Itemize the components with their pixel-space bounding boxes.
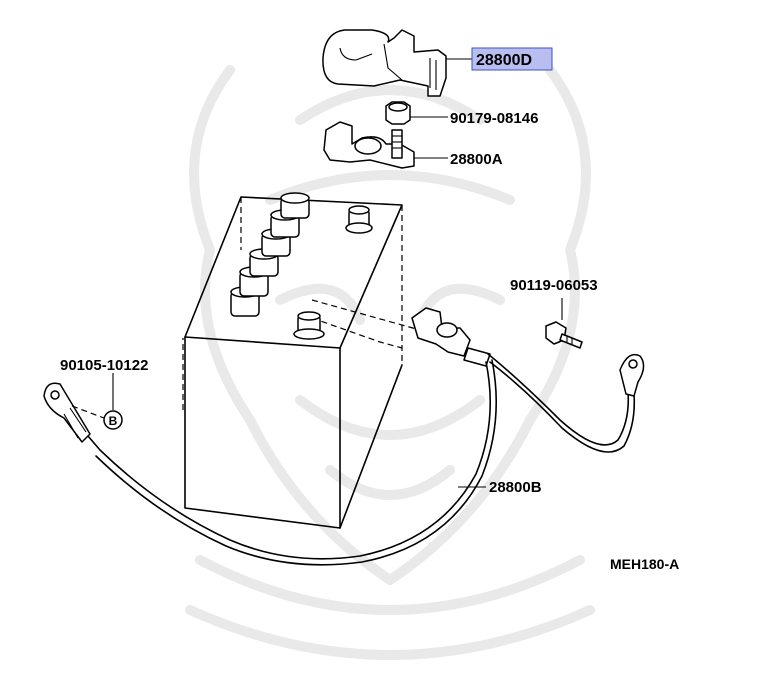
battery-cell-caps	[230, 192, 310, 317]
clamp-terminal-part	[323, 121, 448, 169]
terminal-cover-part	[322, 29, 472, 97]
left-bolt-callout	[71, 373, 123, 430]
label-right-bolt[interactable]: 90119-06053	[510, 277, 598, 294]
battery	[182, 192, 469, 529]
upper-bolt-part	[385, 101, 448, 125]
cable-terminal-clamp	[411, 307, 491, 367]
highlight-box	[471, 47, 553, 71]
part-labels: 28800D 90179-08146 28800A 90119-06053 90…	[60, 47, 679, 572]
label-cable[interactable]: 28800B	[489, 479, 542, 496]
label-left-bolt[interactable]: 90105-10122	[60, 357, 148, 374]
right-bolt-part	[545, 298, 583, 349]
battery-posts	[293, 205, 373, 340]
watermark-emblem	[185, 65, 595, 660]
ref-marker-letter: B	[109, 414, 118, 428]
drawing-code: MEH180-A	[610, 556, 679, 572]
label-upper-bolt[interactable]: 90179-08146	[450, 110, 538, 127]
battery-cable	[43, 353, 645, 566]
label-terminal-cover[interactable]: 28800D	[476, 52, 532, 69]
label-clamp-terminal[interactable]: 28800A	[450, 151, 503, 168]
